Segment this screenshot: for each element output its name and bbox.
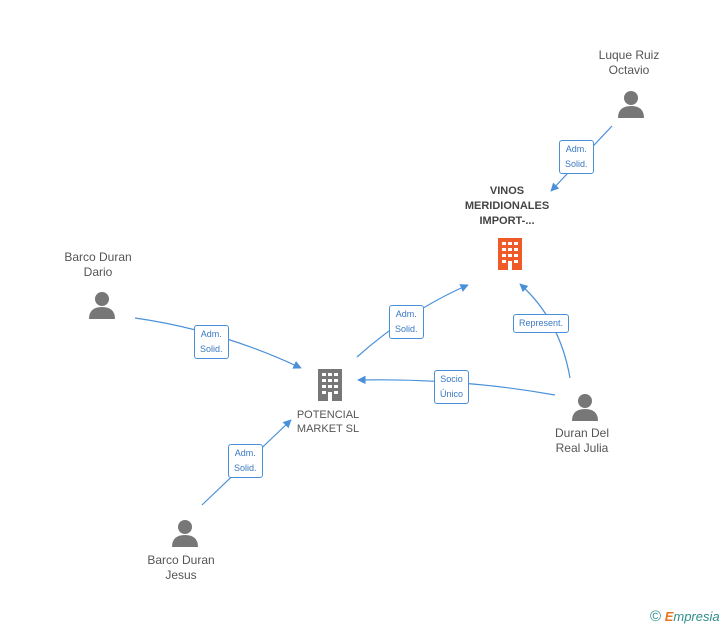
node-name-line: POTENCIAL [296,409,360,421]
person-icon[interactable] [87,290,117,320]
node-barco-duran-dario[interactable]: Barco Duran Dario [52,250,144,280]
edge-label-line: Solid. [200,344,223,354]
edge-label-dario-potencial: Adm. Solid. [194,325,229,359]
node-name-line: Dario [83,265,113,279]
node-name-line: Luque Ruiz [598,48,660,62]
edge-label-line: Solid. [234,463,257,473]
empresia-logo[interactable]: © Empresia [650,608,720,625]
node-luque-ruiz-octavio[interactable]: Luque Ruiz Octavio [583,48,675,78]
building-icon[interactable] [494,236,526,270]
node-barco-duran-jesus[interactable]: Barco Duran Jesus [135,553,227,583]
node-name-line: IMPORT-... [479,215,535,227]
edge-label-line: Solid. [565,159,588,169]
node-name-line: MERIDIONALES [464,200,550,212]
person-icon[interactable] [570,392,600,422]
edge-label-line: Represent. [519,318,564,328]
person-icon[interactable] [170,518,200,548]
copyright-icon: © [650,608,662,625]
edge-label-julia-vinos: Represent. [513,314,570,333]
node-name-line: Duran Del [554,426,610,440]
edge-label-line: Socio [440,374,463,384]
edge-label-julia-potencial: Socio Único [434,370,470,404]
brand-initial: E [664,609,674,624]
node-vinos-meridionales[interactable]: VINOS MERIDIONALES IMPORT-... [452,184,562,229]
node-name-line: VINOS [489,185,525,197]
node-name-line: Barco Duran [147,553,215,567]
node-name-line: Real Julia [555,441,609,455]
node-name-line: MARKET SL [296,423,360,435]
edge-label-potencial-vinos: Adm. Solid. [389,305,424,339]
edge-label-line: Adm. [200,329,222,339]
edge-label-jesus-potencial: Adm. Solid. [228,444,263,478]
edge-label-line: Solid. [395,324,418,334]
node-name-line: Barco Duran [64,250,132,264]
edge-label-line: Adm. [395,309,417,319]
brand-name: mpresia [673,609,720,624]
person-icon[interactable] [616,89,646,119]
node-potencial-market[interactable]: POTENCIAL MARKET SL [282,408,374,436]
edge-label-line: Adm. [565,144,587,154]
edge-label-line: Adm. [234,448,256,458]
node-duran-del-real-julia[interactable]: Duran Del Real Julia [536,426,628,456]
edge-label-luque-vinos: Adm. Solid. [559,140,594,174]
building-icon[interactable] [314,367,346,401]
node-name-line: Octavio [608,63,650,77]
edge-label-line: Único [440,389,464,399]
node-name-line: Jesus [165,568,197,582]
